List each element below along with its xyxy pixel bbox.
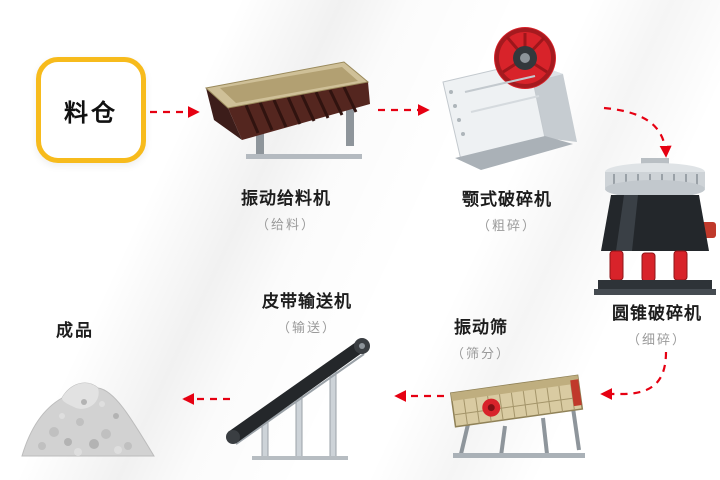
label-vibrating-feeder: 振动给料机 [241,189,331,209]
cone-crusher-illustration [594,158,716,298]
vibrating-feeder-illustration [198,58,373,168]
label-vibrating-screen: 振动筛 [454,318,508,338]
vibrating-screen-illustration [447,356,589,464]
sublabel-jaw-crusher: （粗碎） [476,219,538,234]
sublabel-belt-conveyor: （输送） [276,321,338,336]
label-jaw-crusher: 颚式破碎机 [462,190,552,210]
jaw-crusher-illustration [437,20,582,175]
sublabel-vibrating-screen: （筛分） [450,347,512,362]
label-cone-crusher: 圆锥破碎机 [612,304,702,324]
label-belt-conveyor: 皮带输送机 [262,292,352,312]
silo-node: 料仓 [36,57,146,163]
product-pile-illustration [18,344,158,462]
arrow-jaw-to-cone-crusher [603,106,672,158]
arrow-cone-to-screen [600,351,668,400]
sublabel-cone-crusher: （细碎） [626,333,688,348]
belt-conveyor-illustration [224,320,379,465]
sublabel-vibrating-feeder: （给料） [255,218,317,233]
product-label: 成品 [56,321,94,341]
silo-label: 料仓 [64,98,118,127]
